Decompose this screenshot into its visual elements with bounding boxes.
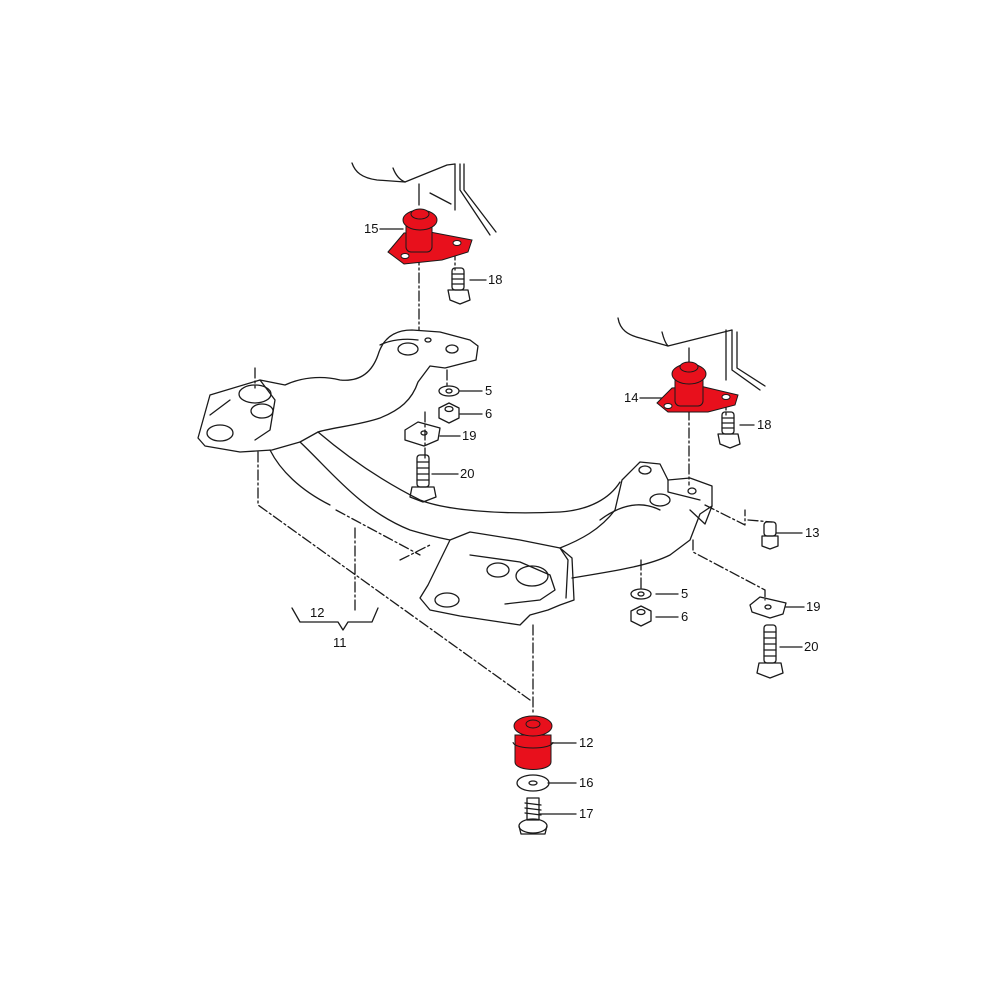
body-panel-right xyxy=(617,317,766,391)
callout-13: 13 xyxy=(805,525,820,540)
callout-11: 11 xyxy=(333,635,347,650)
leader-lines xyxy=(379,228,805,815)
washer-5-right xyxy=(630,588,652,600)
bolt-20-left xyxy=(409,454,437,503)
bolt-18-right xyxy=(717,411,741,449)
plate-19-right xyxy=(749,596,787,619)
bolt-13 xyxy=(761,521,779,550)
callout-17: 17 xyxy=(579,806,594,821)
bushing-14 xyxy=(656,361,739,413)
bolt-18-left xyxy=(447,267,471,305)
callout-18-right: 18 xyxy=(757,417,772,432)
bracket-11-12 xyxy=(291,607,379,631)
bolt-17 xyxy=(518,797,548,835)
washer-5-left xyxy=(438,385,460,397)
callout-5-right: 5 xyxy=(681,586,689,601)
callout-12-bushing: 12 xyxy=(579,735,594,750)
bushing-15 xyxy=(387,208,473,265)
callout-20-left: 20 xyxy=(460,466,475,481)
callout-16: 16 xyxy=(579,775,594,790)
callout-6-left: 6 xyxy=(485,406,493,421)
washer-16 xyxy=(516,774,550,792)
subframe xyxy=(197,329,713,626)
callout-15: 15 xyxy=(364,221,379,236)
nut-6-left xyxy=(438,402,460,424)
callout-18-left: 18 xyxy=(488,272,503,287)
bolt-20-right xyxy=(756,624,784,679)
callout-19-left: 19 xyxy=(462,428,477,443)
callout-6-right: 6 xyxy=(681,609,689,624)
callout-14: 14 xyxy=(624,390,639,405)
callout-12-group: 12 xyxy=(310,605,325,620)
nut-6-right xyxy=(630,605,652,627)
callout-20-right: 20 xyxy=(804,639,819,654)
body-panel-left xyxy=(351,162,497,236)
callout-5-left: 5 xyxy=(485,383,493,398)
alignment-lines xyxy=(254,249,773,716)
bushing-12 xyxy=(512,715,554,770)
callout-19-right: 19 xyxy=(806,599,821,614)
plate-19-left xyxy=(404,421,441,447)
